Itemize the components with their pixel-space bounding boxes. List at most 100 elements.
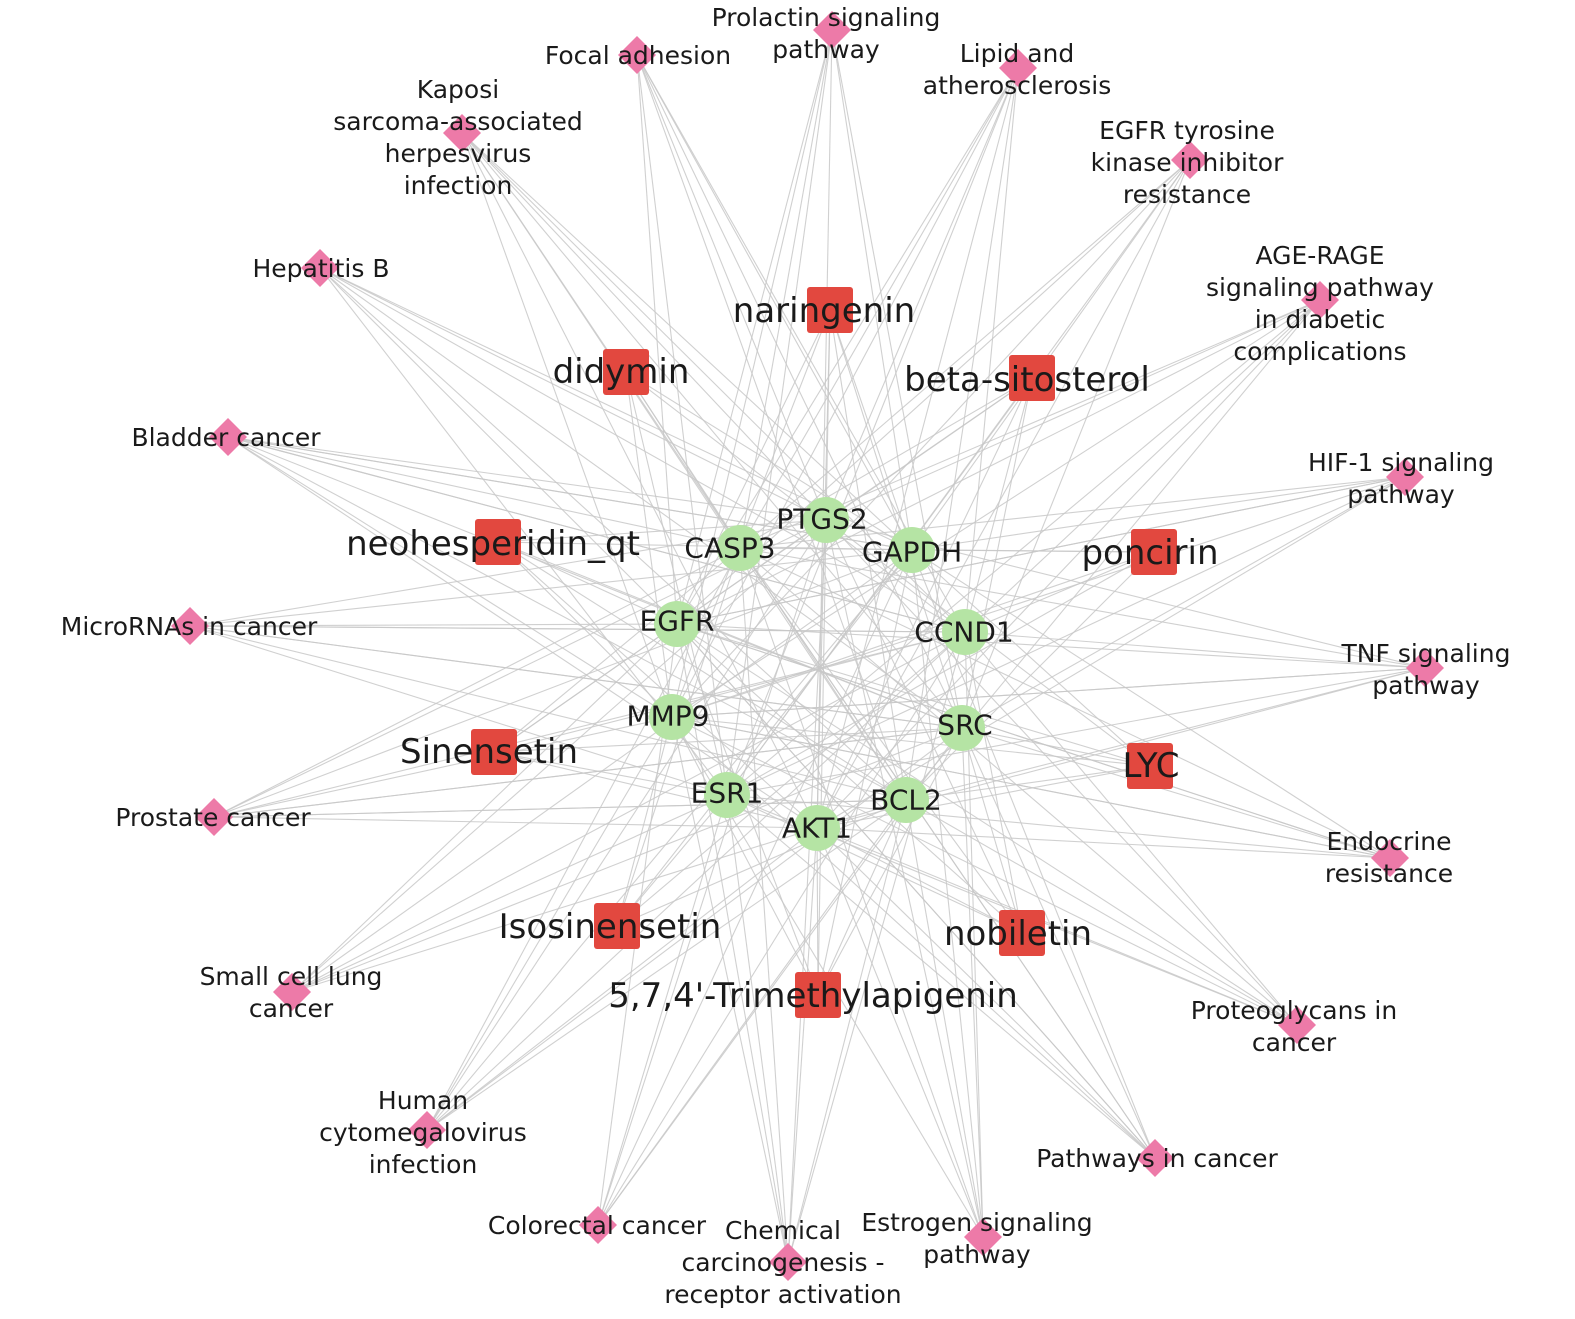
pathway-label-line: pathway	[1372, 671, 1480, 700]
edge-target-pathway	[426, 716, 673, 1131]
target-label: MMP9	[626, 700, 709, 733]
compound-label: LYC	[1122, 746, 1179, 786]
edge-compound-target	[964, 377, 1033, 633]
pathway-node-pic	[1136, 1139, 1174, 1177]
edge-target-pathway	[426, 631, 966, 1131]
edge-compound-target	[625, 371, 913, 551]
pathway-label-line: resistance	[1123, 180, 1251, 209]
edge-target-pathway	[739, 29, 833, 549]
pathway-label-line: Prolactin signaling	[712, 3, 941, 32]
pathway-node-proteoglycans	[1278, 1006, 1316, 1044]
pathway-node-hepb	[301, 249, 339, 287]
pathway-node-chemcarc	[769, 1243, 807, 1281]
pathway-label-line: cancer	[249, 994, 334, 1023]
compound-node-sinensetin	[471, 729, 517, 775]
target-node-gapdh	[889, 527, 935, 573]
edge-target-pathway	[461, 132, 673, 718]
pathway-node-tnf	[1406, 649, 1444, 687]
edge-target-pathway	[227, 436, 963, 729]
edge-target-pathway	[816, 476, 1406, 829]
edge-target-pathway	[816, 159, 1191, 829]
edge-target-pathway	[676, 476, 1406, 625]
edge-target-pathway	[739, 476, 1406, 549]
target-node-akt1	[794, 805, 840, 851]
edge-target-pathway	[636, 54, 907, 801]
edge-compound-target	[616, 716, 673, 927]
edge-target-pathway	[461, 132, 818, 829]
pathway-label-line: pathway	[923, 1240, 1031, 1269]
edge-compound-target	[817, 799, 907, 996]
target-label: BCL2	[870, 784, 942, 817]
edge-compound-target	[493, 727, 963, 753]
edge-target-pathway	[905, 799, 984, 1238]
pathway-label: Hepatitis B	[253, 254, 390, 283]
compound-label: neohesperidin_qt	[346, 524, 640, 564]
pathway-label-line: kinase inhibitor	[1091, 148, 1284, 177]
pathway-node-prolactin	[813, 11, 851, 49]
edge-target-pathway	[671, 716, 1156, 1159]
target-node-mmp9	[649, 694, 695, 740]
edge-target-pathway	[726, 299, 1321, 796]
compound-node-5-7-4-trimethylapigenin	[795, 972, 841, 1018]
edge-compound-target	[726, 551, 1155, 796]
pathway-label-line: in diabetic	[1255, 305, 1386, 334]
edge-target-pathway	[676, 623, 1156, 1159]
edge-target-pathway	[726, 794, 1156, 1159]
compound-label: beta-sitosterol	[904, 360, 1150, 400]
edge-target-pathway	[726, 794, 789, 1263]
compound-label: Sinensetin	[400, 732, 578, 772]
edge-target-pathway	[213, 727, 963, 818]
edge-target-pathway	[964, 67, 1019, 633]
compound-label: poncirin	[1081, 533, 1218, 573]
edge-target-pathway	[787, 631, 966, 1263]
edge-target-pathway	[726, 667, 1426, 796]
edge-target-pathway	[189, 625, 963, 729]
pathway-node-mirna	[171, 607, 209, 645]
edge-target-pathway	[319, 267, 907, 801]
pathway-label-line: Colorectal cancer	[488, 1211, 707, 1240]
edge-target-pathway	[213, 631, 966, 818]
target-node-bcl2	[883, 777, 929, 823]
target-node-egfr	[654, 601, 700, 647]
edge-target-pathway	[816, 299, 1321, 829]
compound-label: 5,7,4'-Trimethylapigenin	[608, 976, 1018, 1016]
edge-target-pathway	[189, 625, 966, 633]
edge-compound-target	[497, 541, 818, 829]
edge-target-pathway	[825, 519, 1298, 1026]
pathway-label-line: pathway	[772, 35, 880, 64]
edge-compound-target	[493, 631, 966, 753]
target-node-src	[939, 705, 985, 751]
edge-target-pathway	[816, 827, 1391, 859]
target-label: EGFR	[640, 605, 715, 638]
pathway-node-colorectal	[579, 1206, 617, 1244]
edge-target-pathway	[671, 299, 1321, 718]
edge-target-pathway	[787, 799, 907, 1263]
edge-target-pathway	[964, 631, 1298, 1026]
edge-target-pathway	[676, 623, 1426, 669]
edge-target-pathway	[739, 547, 789, 1263]
edge-target-pathway	[964, 631, 1426, 669]
edge-target-pathway	[213, 549, 913, 818]
pathway-node-estrogen	[964, 1218, 1002, 1256]
edge-compound-target	[817, 519, 827, 996]
edge-compound-target	[961, 377, 1033, 729]
edge-target-pathway	[911, 549, 984, 1238]
edge-target-pathway	[213, 799, 907, 818]
target-label: ESR1	[691, 777, 764, 810]
edge-target-pathway	[461, 132, 913, 551]
edge-target-pathway	[671, 667, 1426, 718]
edge-target-pathway	[911, 476, 1406, 551]
edge-target-pathway	[961, 159, 1191, 729]
pathway-label-line: Proteoglycans in	[1191, 996, 1397, 1025]
edge-target-pathway	[291, 623, 678, 993]
edge-compound-target	[739, 377, 1033, 549]
edge-compound-target	[616, 631, 966, 927]
edge-compound-target	[616, 549, 913, 927]
edge-target-pathway	[671, 716, 789, 1263]
node-layer	[171, 11, 1444, 1281]
